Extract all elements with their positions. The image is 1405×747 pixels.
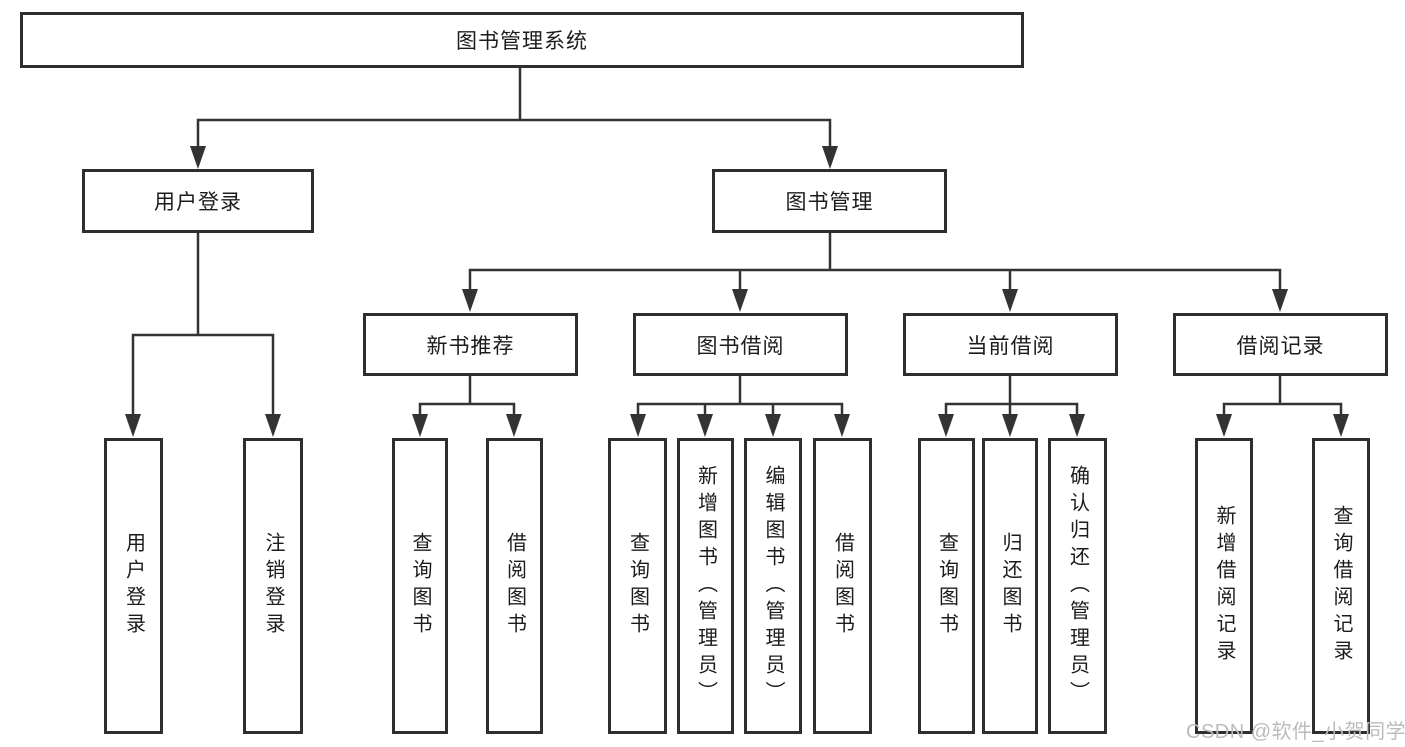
node-user-login: 用户登录 [82, 169, 314, 233]
node-book-management: 图书管理 [712, 169, 947, 233]
node-current-borrowing: 当前借阅 [903, 313, 1118, 376]
arrowheads [125, 146, 1349, 437]
leaf-edit-book-admin-label: 编辑图书（管理员） [762, 464, 784, 708]
csdn-watermark: CSDN @软件_小贺同学 [1186, 721, 1405, 743]
leaf-query-borrow-record-label: 查询借阅记录 [1330, 505, 1352, 667]
node-library-management-system: 图书管理系统 [20, 12, 1024, 68]
leaf-edit-book-admin: 编辑图书（管理员） [744, 438, 802, 734]
node-new-book-recommendation: 新书推荐 [363, 313, 578, 376]
leaf-add-book-admin-label: 新增图书（管理员） [694, 464, 717, 708]
leaf-return-books: 归还图书 [982, 438, 1038, 734]
leaf-user-login-label: 用户登录 [122, 532, 145, 640]
leaf-confirm-return-admin: 确认归还（管理员） [1048, 438, 1107, 734]
leaf-add-book-admin: 新增图书（管理员） [677, 438, 734, 734]
leaf-query-books-recommend: 查询图书 [392, 438, 448, 734]
leaf-query-books-current: 查询图书 [918, 438, 975, 734]
leaf-query-borrow-record: 查询借阅记录 [1312, 438, 1370, 734]
leaf-query-books-current-label: 查询图书 [935, 532, 958, 640]
leaf-logout-label: 注销登录 [262, 532, 284, 640]
leaf-borrow-books-borrowing-label: 借阅图书 [831, 532, 854, 640]
leaf-add-borrow-record-label: 新增借阅记录 [1213, 505, 1235, 667]
leaf-query-books-recommend-label: 查询图书 [409, 532, 431, 640]
leaf-logout: 注销登录 [243, 438, 303, 734]
leaf-borrow-books-recommend: 借阅图书 [486, 438, 543, 734]
leaf-return-books-label: 归还图书 [999, 532, 1021, 640]
leaf-query-books-borrowing-label: 查询图书 [626, 532, 649, 640]
leaf-user-login: 用户登录 [104, 438, 163, 734]
leaf-add-borrow-record: 新增借阅记录 [1195, 438, 1253, 734]
leaf-borrow-books-borrowing: 借阅图书 [813, 438, 872, 734]
leaf-borrow-books-recommend-label: 借阅图书 [503, 532, 526, 640]
leaf-query-books-borrowing: 查询图书 [608, 438, 667, 734]
leaf-confirm-return-admin-label: 确认归还（管理员） [1066, 464, 1089, 708]
node-borrowing-records: 借阅记录 [1173, 313, 1388, 376]
node-book-borrowing: 图书借阅 [633, 313, 848, 376]
